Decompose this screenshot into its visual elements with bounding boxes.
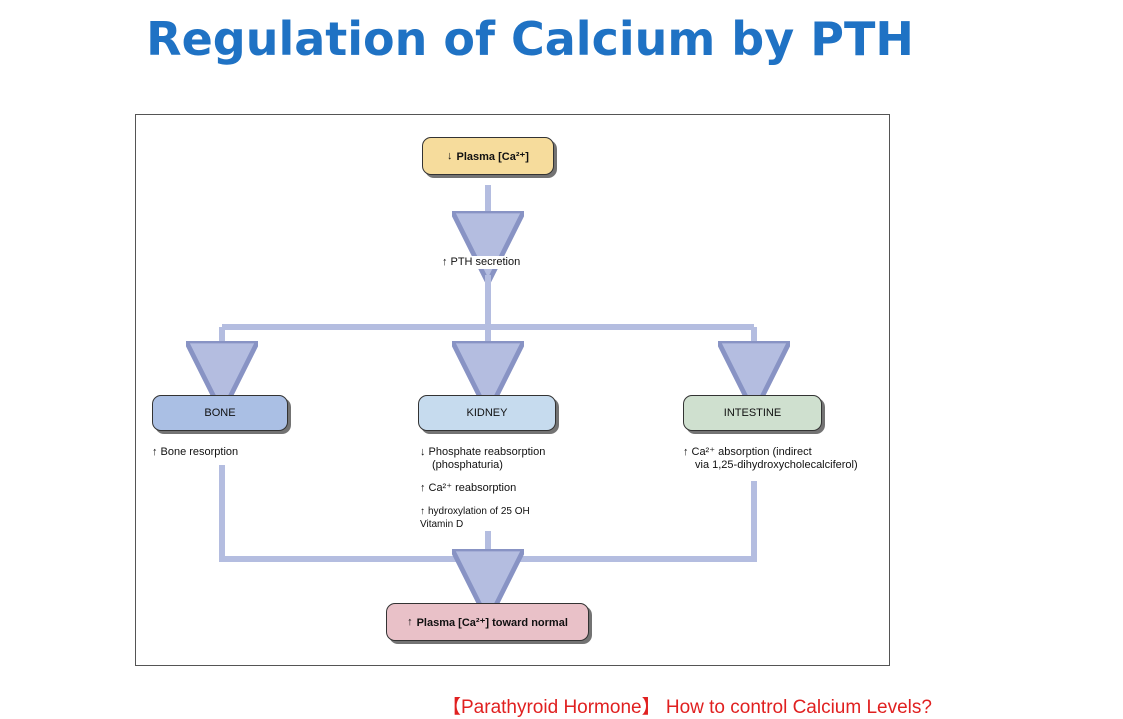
intestine-effect-label: ↑Ca²⁺ absorption (indirect via 1,25-dihy… xyxy=(683,446,858,472)
kidney-vitamin-d-label: ↑hydroxylation of 25 OH Vitamin D xyxy=(420,505,530,531)
slide-title: Regulation of Calcium by PTH xyxy=(146,12,914,66)
up-arrow-icon: ↑ xyxy=(420,482,426,494)
up-arrow-icon: ↑ xyxy=(407,616,413,628)
kidney-calcium-label: ↑Ca²⁺ reabsorption xyxy=(420,482,517,495)
video-link[interactable]: 【Parathyroid Hormone】 How to control Cal… xyxy=(442,697,932,718)
connector-lines xyxy=(136,185,889,665)
pth-secretion-label: ↑PTH secretion xyxy=(442,256,521,269)
kidney-box: KIDNEY xyxy=(418,395,556,431)
down-arrow-icon: ↓ xyxy=(447,150,453,162)
up-arrow-icon: ↑ xyxy=(442,256,448,268)
up-arrow-icon: ↑ xyxy=(683,446,689,458)
kidney-phosphate-label: ↓Phosphate reabsorption (phosphaturia) xyxy=(420,446,546,472)
bone-box: BONE xyxy=(152,395,288,431)
bone-effect-label: ↑Bone resorption xyxy=(152,446,239,459)
plasma-low-label: Plasma [Ca²⁺] xyxy=(456,150,529,163)
pth-diagram: ↓ Plasma [Ca²⁺] ↑PTH secretion BONE KIDN… xyxy=(135,114,890,666)
up-arrow-icon: ↑ xyxy=(420,506,425,517)
result-label: Plasma [Ca²⁺] toward normal xyxy=(416,616,568,629)
plasma-calcium-low-box: ↓ Plasma [Ca²⁺] xyxy=(422,137,554,175)
plasma-calcium-normal-box: ↑ Plasma [Ca²⁺] toward normal xyxy=(386,603,589,641)
intestine-box: INTESTINE xyxy=(683,395,822,431)
up-arrow-icon: ↑ xyxy=(152,446,158,458)
down-arrow-icon: ↓ xyxy=(420,446,426,458)
